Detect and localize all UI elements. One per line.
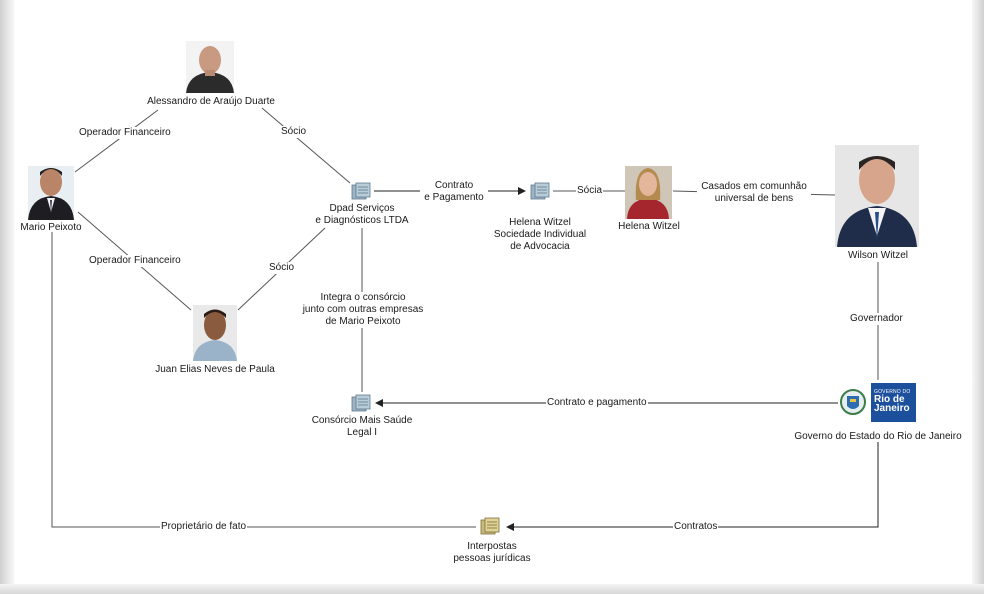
left-border [0, 0, 14, 594]
edge-label-contratos: Contratos [673, 521, 719, 533]
edge-label-operador-financeiro-top: Operador Financeiro [78, 127, 172, 139]
contrato-line-1: Contrato [434, 180, 474, 191]
node-label-helena: Helena Witzel [618, 221, 680, 232]
bottom-border [0, 584, 984, 594]
edge-label-socio-top: Sócio [280, 126, 308, 138]
node-label-mario: Mario Peixoto [20, 222, 82, 233]
node-label-helena-sociedade: Helena Witzel Sociedade Individual de Ad… [482, 217, 598, 253]
edge-label-socio-bottom: Sócio [268, 262, 296, 274]
interpostas-line-2: pessoas jurídicas [453, 553, 531, 564]
node-label-interpostas: Interpostas pessoas jurídicas [441, 541, 543, 565]
contrato-line-2: e Pagamento [424, 192, 484, 203]
edge-mario-alessandro [74, 109, 159, 173]
server-stack-icon [351, 394, 371, 412]
integra-line-1: Integra o consórcio [320, 292, 406, 303]
edge-label-contrato-e-pagamento: Contrato e pagamento [546, 397, 648, 409]
edge-mario-interpostas [51, 232, 476, 528]
interpostas-line-1: Interpostas [467, 541, 517, 552]
photo-alessandro [186, 41, 234, 93]
coat-of-arms-icon [840, 389, 866, 415]
consorcio-line-1: Consórcio Mais Saúde [311, 415, 413, 426]
node-label-governo: Governo do Estado do Rio de Janeiro [794, 431, 962, 442]
photo-helena [625, 166, 672, 219]
dpad-line-1: Dpad Serviços [329, 203, 395, 214]
edge-governo-interpostas [506, 442, 879, 531]
edge-label-governador: Governador [849, 313, 904, 325]
server-stack-icon [480, 517, 500, 535]
edges [51, 107, 879, 531]
consorcio-line-2: Legal I [346, 427, 378, 438]
edge-label-operador-financeiro-bottom: Operador Financeiro [88, 255, 182, 267]
edge-label-socia: Sócia [576, 185, 604, 197]
node-label-dpad: Dpad Serviços e Diagnósticos LTDA [300, 203, 424, 227]
photo-wilson [835, 145, 919, 247]
integra-line-3: de Mario Peixoto [325, 316, 401, 327]
photo-juan [193, 305, 237, 361]
logo-line-1: Rio de [874, 394, 905, 405]
node-label-juan: Juan Elias Neves de Paula [155, 364, 275, 375]
server-stack-icon [530, 182, 550, 200]
casados-line-1: Casados em comunhão [701, 181, 807, 192]
edge-label-proprietario: Proprietário de fato [160, 521, 248, 533]
logo-big-text: Rio de Janeiro [874, 394, 910, 414]
node-label-wilson: Wilson Witzel [847, 250, 908, 261]
dpad-line-2: e Diagnósticos LTDA [315, 215, 409, 226]
edge-alessandro-dpad [261, 107, 351, 184]
integra-line-2: junto com outras empresas [302, 304, 424, 315]
server-stack-icon [351, 182, 371, 200]
edge-label-contrato-pagamento-top: Contrato e Pagamento [420, 180, 488, 204]
edge-label-casados: Casados em comunhão universal de bens [697, 181, 811, 205]
logo-small-text: GOVERNO DO [874, 389, 911, 395]
node-label-consorcio: Consórcio Mais Saúde Legal I [302, 415, 422, 439]
logo-line-2: Janeiro [874, 403, 910, 414]
right-border [972, 0, 984, 594]
rio-de-janeiro-logo: GOVERNO DO Rio de Janeiro [871, 383, 916, 422]
edge-label-integra: Integra o consórcio junto com outras emp… [296, 292, 430, 328]
helena-soc-line-1: Helena Witzel [509, 217, 571, 228]
photo-mario [28, 166, 74, 220]
casados-line-2: universal de bens [714, 193, 794, 204]
helena-soc-line-3: de Advocacia [510, 241, 570, 252]
node-label-alessandro: Alessandro de Araújo Duarte [147, 96, 275, 107]
helena-soc-line-2: Sociedade Individual [493, 229, 587, 240]
